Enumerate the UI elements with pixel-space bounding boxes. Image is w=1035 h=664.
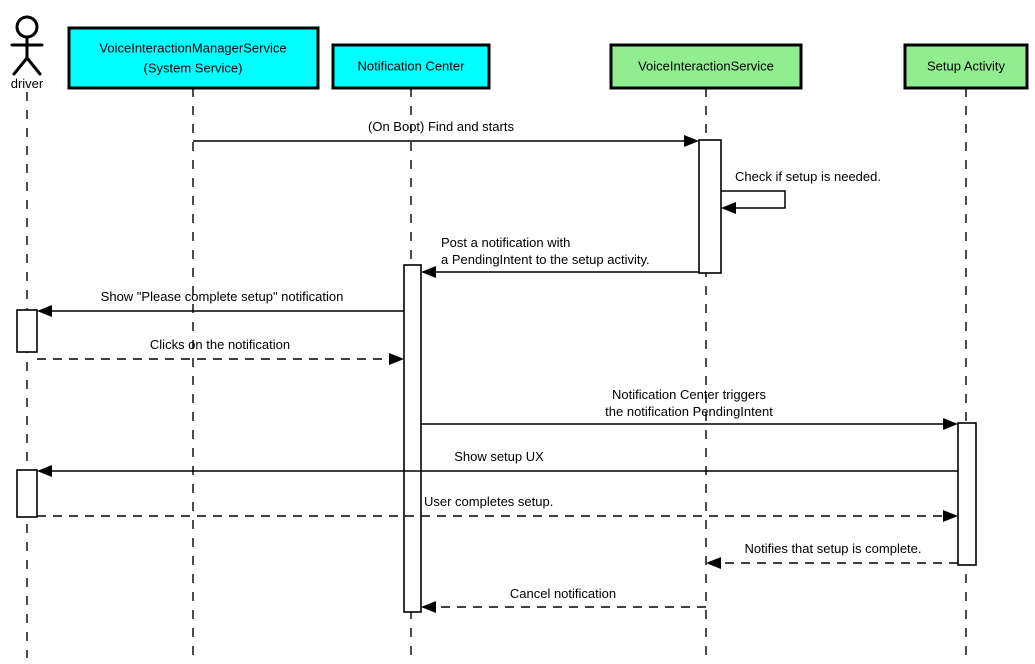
message-label-m9: Notifies that setup is complete.: [744, 541, 921, 556]
message-m1[interactable]: (On Boot) Find and starts: [193, 119, 699, 147]
message-arrowhead-m8: [943, 510, 958, 522]
message-m2[interactable]: Check if setup is needed.: [721, 169, 881, 214]
message-m10[interactable]: Cancel notification: [421, 586, 706, 613]
participant-label-driver: driver: [11, 76, 44, 91]
participant-vims[interactable]: VoiceInteractionManagerService (System S…: [67, 26, 320, 90]
activation-bar-notifcenter-1: [403, 264, 422, 613]
actor-head-icon: [15, 15, 39, 39]
participant-label-setupactivity: Setup Activity: [927, 58, 1006, 73]
participant-notifcenter[interactable]: Notification Center: [331, 43, 491, 90]
participant-setupactivity[interactable]: Setup Activity: [903, 43, 1029, 90]
message-m7[interactable]: Show setup UX: [37, 449, 958, 477]
message-arrowhead-m5: [389, 353, 404, 365]
actor-leg-left-icon: [12, 56, 29, 76]
activation-bar-setupactivity-1: [957, 422, 977, 566]
message-arrowhead-m7: [37, 465, 52, 477]
message-label-m2: Check if setup is needed.: [735, 169, 881, 184]
participant-box-vis[interactable]: [609, 43, 803, 90]
participant-label-notifcenter: Notification Center: [358, 58, 466, 73]
message-label-m5: Clicks on the notification: [150, 337, 290, 352]
message-m8[interactable]: User completes setup.: [37, 494, 958, 522]
message-arrowhead-m6: [943, 418, 958, 430]
message-arrowhead-m10: [421, 601, 436, 613]
activation-bar-driver-1: [16, 309, 38, 353]
message-label-m4: Show "Please complete setup" notificatio…: [101, 289, 344, 304]
message-label-m3-line1: Post a notification with: [441, 235, 570, 250]
participant-box-notifcenter[interactable]: [331, 43, 491, 90]
message-arrowhead-m1: [684, 135, 699, 147]
message-label-m7: Show setup UX: [454, 449, 544, 464]
message-label-m3-line2: a PendingIntent to the setup activity.: [441, 252, 650, 267]
participant-box-vims[interactable]: [67, 26, 320, 90]
message-label-m6-line1: Notification Center triggers: [612, 387, 766, 402]
message-arrowhead-m9: [706, 557, 721, 569]
message-label-m1: (On Boot) Find and starts: [368, 119, 514, 134]
message-m9[interactable]: Notifies that setup is complete.: [706, 541, 958, 569]
message-m6[interactable]: Notification Center triggers the notific…: [421, 387, 958, 430]
participant-vis[interactable]: VoiceInteractionService: [609, 43, 803, 90]
message-m4[interactable]: Show "Please complete setup" notificatio…: [37, 289, 404, 317]
message-m3[interactable]: Post a notification with a PendingIntent…: [421, 235, 699, 278]
message-arrowhead-m4: [37, 305, 52, 317]
participant-label-vims-line1: VoiceInteractionManagerService: [99, 40, 286, 55]
activation-bar-vis-1: [698, 139, 722, 274]
activation-bar-driver-2: [16, 469, 38, 518]
message-label-m8: User completes setup.: [424, 494, 553, 509]
message-arrowhead-m3: [421, 266, 436, 278]
actor-leg-right-icon: [25, 56, 42, 76]
participant-label-vis: VoiceInteractionService: [638, 58, 774, 73]
message-label-m10: Cancel notification: [510, 586, 616, 601]
participant-label-vims-line2: (System Service): [144, 60, 243, 75]
participant-driver[interactable]: driver: [10, 15, 44, 91]
message-m5[interactable]: Clicks on the notification: [37, 337, 404, 365]
activations-group: [16, 139, 977, 613]
message-arrowhead-m2: [721, 202, 736, 214]
message-label-m6-line2: the notification PendingIntent: [605, 404, 773, 419]
message-arrow-line-m2: [721, 190, 786, 209]
participant-box-setupactivity[interactable]: [903, 43, 1029, 90]
